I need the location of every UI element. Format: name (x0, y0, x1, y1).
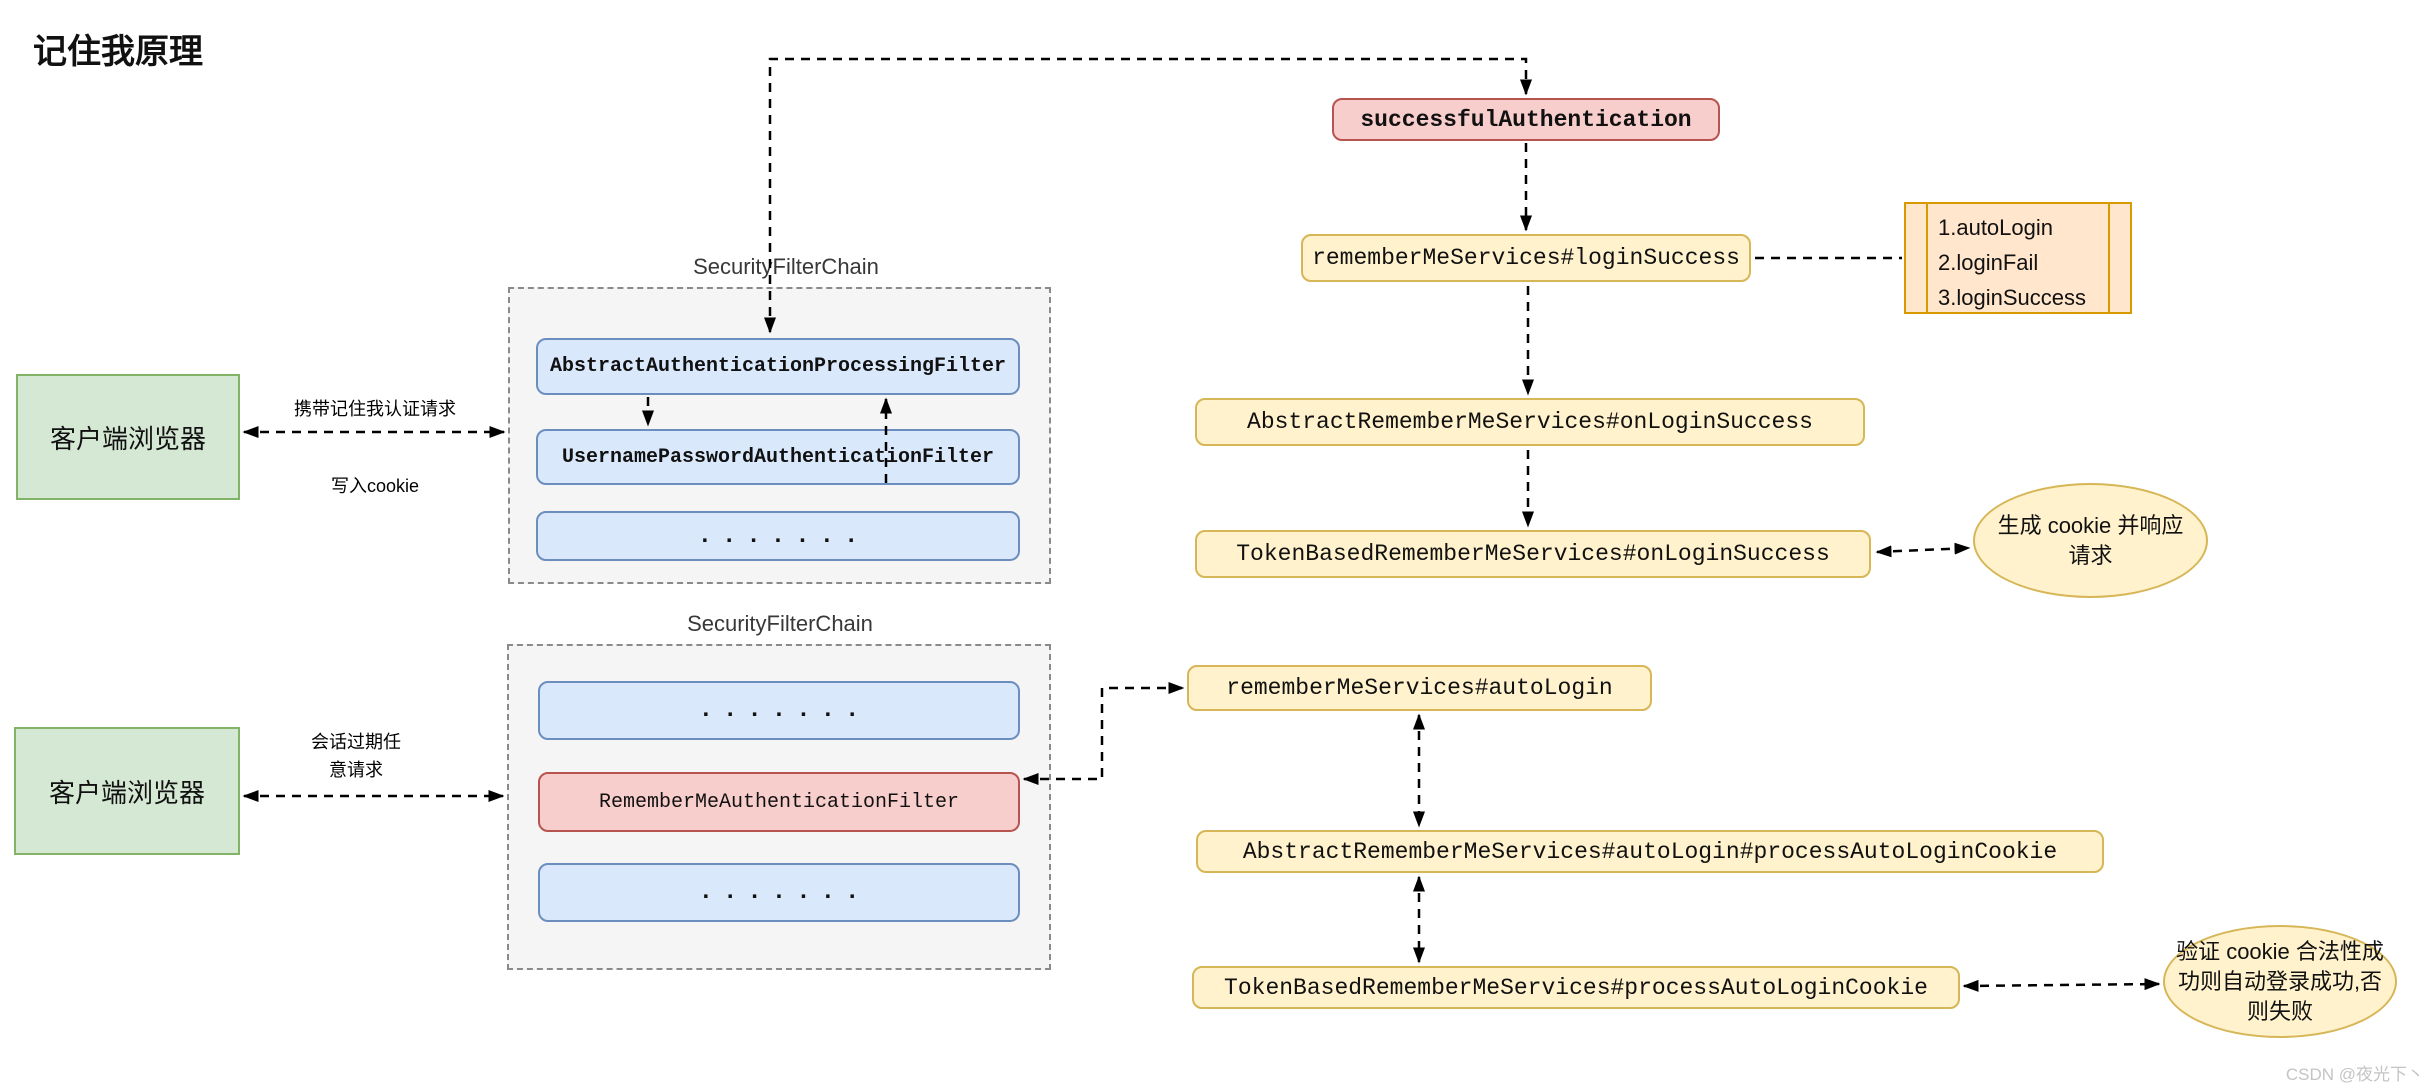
note-text: 1.autoLogin 2.loginFail 3.loginSuccess (1938, 210, 2086, 315)
note-line-1: 1.autoLogin (1938, 215, 2053, 240)
filter-ellipsis-chain2-top: ....... (538, 681, 1020, 740)
client-browser-bottom: 客户端浏览器 (14, 727, 240, 855)
page-title: 记住我原理 (33, 33, 203, 71)
token-based-process-auto-login-cookie-box: TokenBasedRememberMeServices#processAuto… (1192, 966, 1960, 1009)
filter-ellipsis-chain2-bottom: ....... (538, 863, 1020, 922)
edge-label-write-cookie: 写入cookie (330, 476, 420, 496)
remember-me-services-login-success-box: rememberMeServices#loginSuccess (1301, 234, 1751, 282)
chain2-title: SecurityFilterChain (687, 611, 873, 636)
note-left-bar (1926, 204, 1928, 312)
login-methods-note: 1.autoLogin 2.loginFail 3.loginSuccess (1904, 202, 2132, 314)
filter-remember-me-authentication: RememberMeAuthenticationFilter (538, 772, 1020, 832)
token-based-on-login-success-box: TokenBasedRememberMeServices#onLoginSucc… (1195, 530, 1871, 578)
filter-username-password-authentication: UsernamePasswordAuthenticationFilter (536, 429, 1020, 485)
abstract-process-auto-login-cookie-box: AbstractRememberMeServices#autoLogin#pro… (1196, 830, 2104, 873)
client-browser-top: 客户端浏览器 (16, 374, 240, 500)
validate-cookie-ellipse: 验证 cookie 合法性成功则自动登录成功,否则失败 (2163, 925, 2397, 1038)
abstract-on-login-success-box: AbstractRememberMeServices#onLoginSucces… (1195, 398, 1865, 446)
chain1-title: SecurityFilterChain (693, 254, 879, 279)
arrow-token-process-to-validate-cookie (1962, 978, 2161, 992)
edge-label-session-expired: 会话过期任意请求 (311, 732, 401, 780)
filter-ellipsis-chain1: ....... (536, 511, 1020, 561)
arrow-token-based-to-generate-cookie (1875, 542, 1971, 558)
remember-me-services-auto-login-box: rememberMeServices#autoLogin (1187, 665, 1652, 711)
note-right-bar (2108, 204, 2110, 312)
edge-label-carry-request: 携带记住我认证请求 (294, 399, 456, 419)
csdn-watermark: CSDN @夜光下丶 (2285, 1065, 2424, 1084)
successful-authentication-box: successfulAuthentication (1332, 98, 1720, 141)
note-line-2: 2.loginFail (1938, 250, 2039, 275)
generate-cookie-ellipse: 生成 cookie 并响应请求 (1973, 483, 2208, 598)
filter-abstract-authentication-processing: AbstractAuthenticationProcessingFilter (536, 338, 1020, 395)
note-line-3: 3.loginSuccess (1938, 285, 2086, 310)
